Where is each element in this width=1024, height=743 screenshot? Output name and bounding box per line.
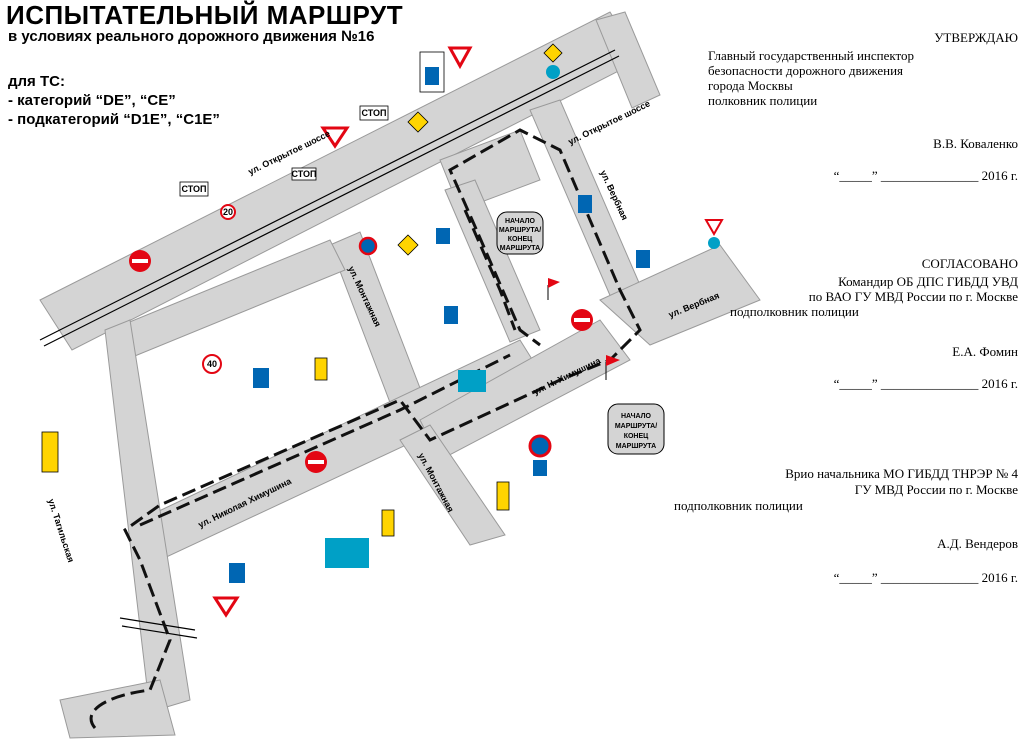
callout-route-start-2: НАЧАЛО МАРШРУТА/ КОНЕЦ МАРШРУТА bbox=[607, 403, 665, 455]
road-vertical-mid bbox=[444, 179, 541, 343]
traffic-light-icon bbox=[381, 509, 395, 537]
railway bbox=[39, 49, 620, 639]
stop-sign-label: СТОП bbox=[181, 184, 206, 194]
priority-road-icon bbox=[407, 111, 429, 133]
approve-line: Главный государственный инспектор bbox=[708, 48, 915, 63]
lanes-sign-icon bbox=[458, 370, 486, 392]
road-tagilskaya bbox=[104, 319, 191, 713]
approve-heading: УТВЕРЖДАЮ bbox=[934, 30, 1018, 45]
yield-sign-icon bbox=[320, 126, 350, 149]
agreed-line: по ВАО ГУ МВД России по г. Москве bbox=[808, 289, 1018, 304]
flag-icon bbox=[548, 278, 560, 288]
page-subtitle: в условиях реального дорожного движения … bbox=[8, 28, 375, 45]
vehicle-line: - подкатегорий “D1E”, “C1E” bbox=[8, 111, 220, 128]
round-sign-icon bbox=[546, 65, 560, 79]
traffic-light-icon bbox=[496, 481, 510, 511]
acting-line: ГУ МВД России по г. Москве bbox=[854, 482, 1018, 497]
round-sign-icon bbox=[708, 237, 720, 249]
direction-sign-icon bbox=[533, 460, 547, 476]
agreed-heading: СОГЛАСОВАНО bbox=[921, 256, 1018, 271]
speed-limit-20-icon bbox=[220, 204, 236, 220]
yield-sign-icon bbox=[212, 596, 240, 618]
direction-sign-icon bbox=[636, 250, 650, 268]
priority-road-icon bbox=[397, 234, 419, 256]
stop-sign-label: СТОП bbox=[291, 169, 316, 179]
approve-date: “_____” _______________ 2016 г. bbox=[833, 168, 1018, 183]
no-stopping-icon bbox=[528, 434, 552, 458]
direction-sign-icon bbox=[578, 195, 592, 213]
traffic-light-icon bbox=[314, 357, 328, 381]
page-title: ИСПЫТАТЕЛЬНЫЙ МАРШРУТ bbox=[6, 0, 404, 30]
direction-sign-icon bbox=[425, 67, 439, 85]
approve-line: полковник полиции bbox=[708, 93, 818, 108]
acting-line: подполковник полиции bbox=[674, 498, 803, 513]
approve-name: В.В. Коваленко bbox=[933, 136, 1018, 151]
road-otkrytoe-upper bbox=[595, 11, 661, 109]
callout-line: МАРШРУТА bbox=[500, 245, 540, 252]
stop-sign-label: СТОП bbox=[361, 108, 386, 118]
vehicle-categories: для ТС: - категорий “DE”, “CE” - подкате… bbox=[8, 72, 220, 129]
agreed-date: “_____” _______________ 2016 г. bbox=[833, 376, 1018, 391]
approve-line: города Москвы bbox=[708, 78, 793, 93]
agreed-name: Е.А. Фомин bbox=[952, 344, 1018, 359]
traffic-light-icon bbox=[41, 431, 59, 473]
speed-limit-40-icon bbox=[202, 354, 222, 374]
stop-sign-plate bbox=[179, 181, 209, 197]
speed-limit-20-label: 20 bbox=[223, 207, 233, 217]
priority-road-icon bbox=[543, 43, 563, 63]
callout-line: НАЧАЛО bbox=[621, 413, 652, 420]
road-montazhnaya-lower bbox=[399, 424, 506, 546]
no-entry-bar bbox=[132, 259, 148, 263]
street-label-tagilskaya: ул. Тагильская bbox=[46, 498, 76, 564]
acting-name: А.Д. Вендеров bbox=[937, 536, 1018, 551]
direction-sign-icon bbox=[436, 228, 450, 244]
vehicle-heading: для ТС: bbox=[8, 73, 65, 90]
direction-sign-icon bbox=[253, 368, 269, 388]
stop-sign-plate bbox=[359, 105, 389, 121]
callout-line: МАРШРУТА/ bbox=[615, 423, 657, 430]
vehicle-line: - категорий “DE”, “CE” bbox=[8, 92, 176, 109]
no-entry-bar bbox=[308, 460, 324, 464]
flag-icon bbox=[606, 355, 620, 366]
callout-line: КОНЕЦ bbox=[508, 236, 533, 243]
lanes-sign-icon bbox=[325, 538, 369, 568]
road-otkrytoe-shosse bbox=[39, 11, 641, 351]
road-verbnaya-east bbox=[599, 244, 761, 346]
yield-sign-icon bbox=[447, 46, 473, 70]
callout-route-start-1: НАЧАЛО МАРШРУТА/ КОНЕЦ МАРШРУТА bbox=[496, 211, 544, 255]
acting-date: “_____” _______________ 2016 г. bbox=[833, 570, 1018, 585]
callout-line: КОНЕЦ bbox=[624, 433, 649, 440]
agreed-line: Командир ОБ ДПС ГИБДД УВД bbox=[838, 274, 1018, 289]
no-stopping-icon bbox=[358, 236, 378, 256]
agreed-line: подполковник полиции bbox=[730, 304, 859, 319]
no-entry-bar bbox=[574, 318, 590, 322]
road-signs: СТОП СТОП 20 СТОП 4 bbox=[41, 43, 724, 618]
callout-line: МАРШРУТА/ bbox=[499, 227, 541, 234]
direction-sign-icon bbox=[229, 563, 245, 583]
street-label-otkrytoe-2: ул. Открытое шоссе bbox=[566, 98, 651, 146]
speed-limit-40-label: 40 bbox=[207, 359, 217, 369]
yield-sign-icon bbox=[704, 219, 724, 237]
approve-line: безопасности дорожного движения bbox=[708, 63, 904, 78]
route-flags bbox=[547, 278, 620, 380]
callout-line: МАРШРУТА bbox=[616, 443, 656, 450]
road-loop-bottom bbox=[59, 679, 176, 739]
stop-sign-plate bbox=[291, 167, 317, 181]
callout-line: НАЧАЛО bbox=[505, 218, 536, 225]
direction-sign-icon bbox=[444, 306, 458, 324]
acting-line: Врио начальника МО ГИБДД ТНРЭР № 4 bbox=[785, 466, 1018, 481]
